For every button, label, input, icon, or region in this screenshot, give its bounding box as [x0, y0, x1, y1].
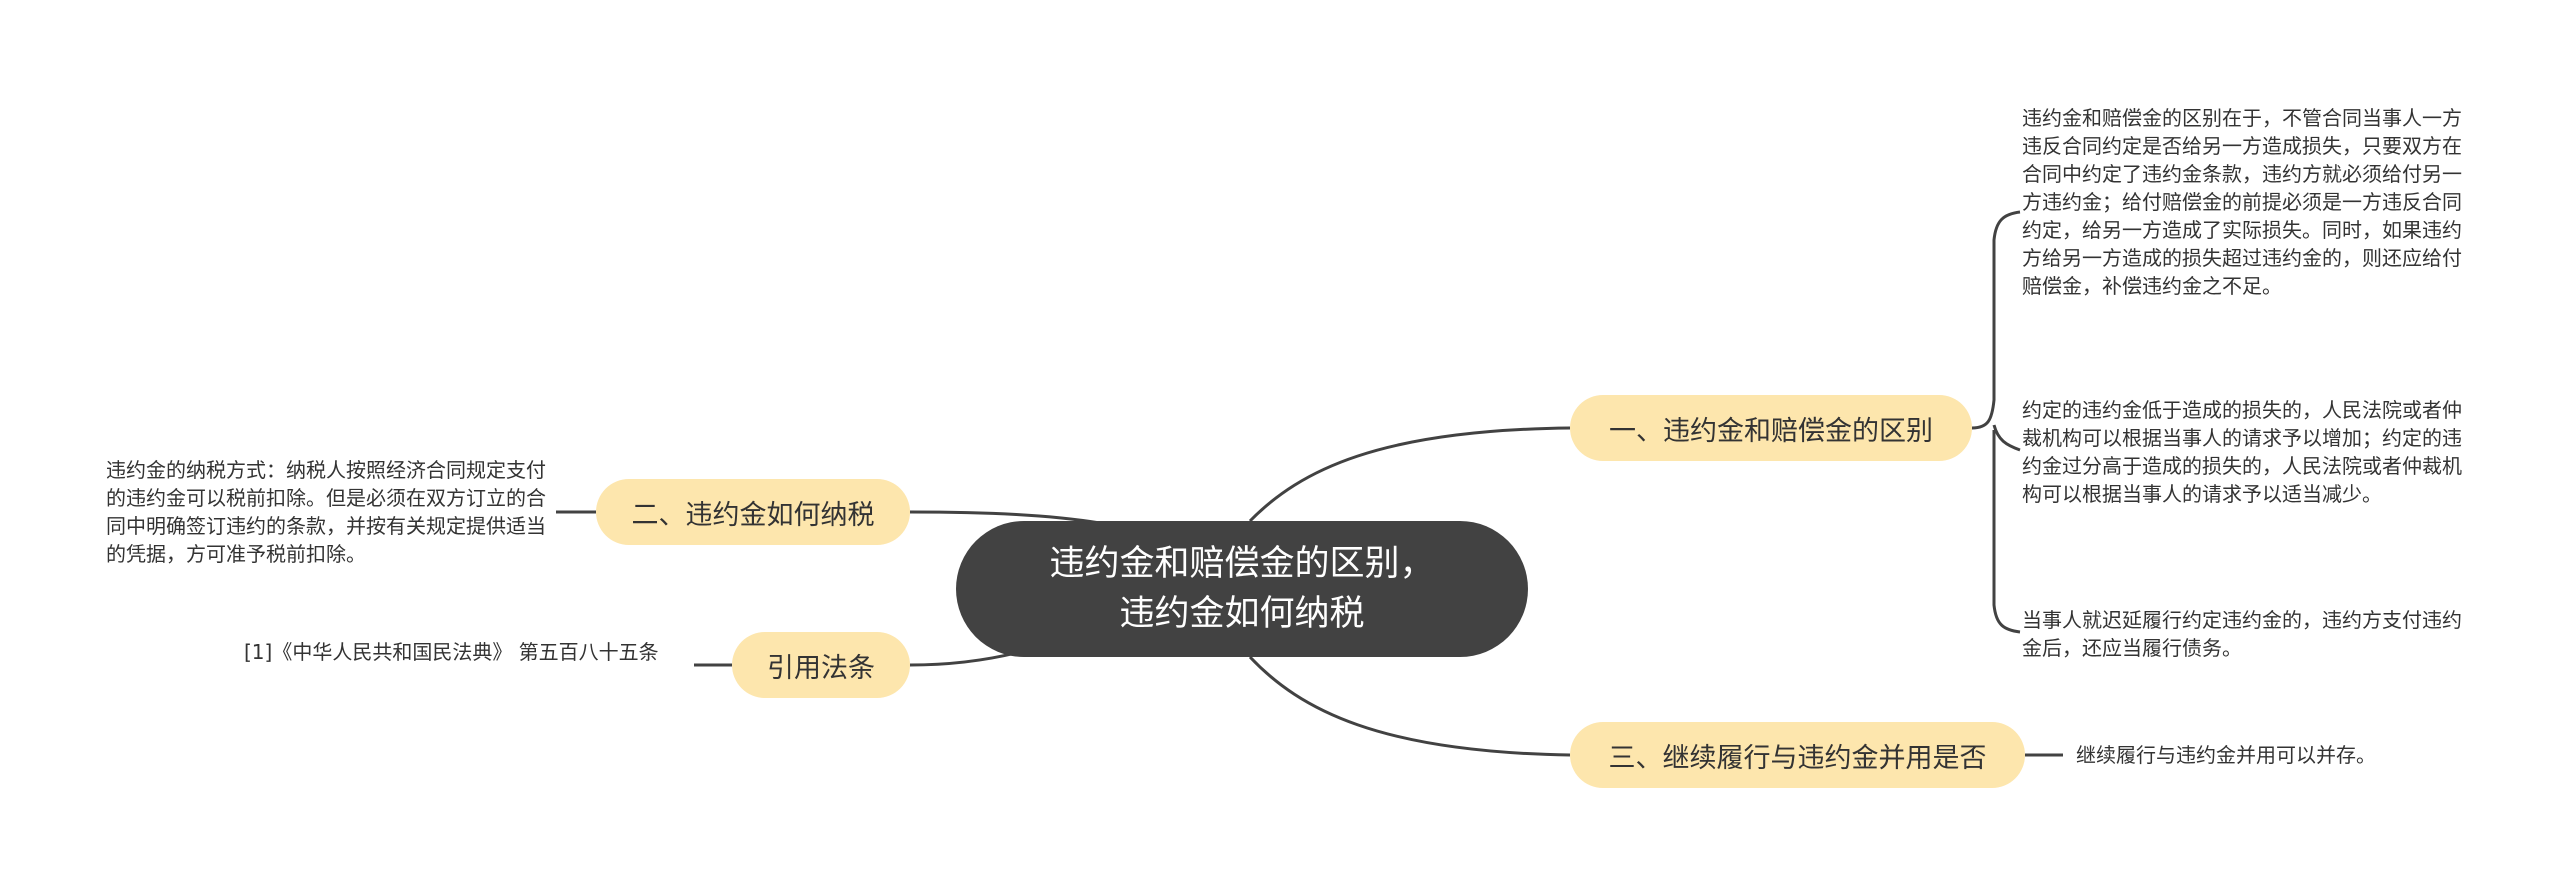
link-b1-bracket	[1971, 210, 2021, 430]
branch-performance[interactable]: 三、继续履行与违约金并用是否	[1570, 722, 2025, 788]
link-root-b1	[1248, 426, 1571, 523]
link-b1-detail3	[1992, 430, 2021, 634]
root-topic[interactable]: 违约金和赔偿金的区别， 违约金如何纳税	[956, 521, 1528, 657]
branch-performance-label: 三、继续履行与违约金并用是否	[1608, 742, 1987, 774]
branch-tax[interactable]: 二、违约金如何纳税	[596, 479, 910, 545]
detail-legal-reference: [1]《中华人民共和国民法典》 第五百八十五条	[244, 640, 659, 664]
detail-difference-1: 违约金和赔偿金的区别在于，不管合同当事人一方违反合同约定是否给另一方造成损失，只…	[2022, 106, 2462, 298]
branch-difference-label: 一、违约金和赔偿金的区别	[1609, 415, 1933, 447]
detail-difference-2: 约定的违约金低于造成的损失的，人民法院或者仲裁机构可以根据当事人的请求予以增加；…	[2022, 398, 2462, 506]
detail-difference-3: 当事人就迟延履行约定违约金的，违约方支付违约金后，还应当履行债务。	[2022, 608, 2462, 660]
link-root-b2	[909, 510, 1101, 525]
root-title-line-1: 违约金和赔偿金的区别，	[1049, 544, 1435, 584]
detail-tax: 违约金的纳税方式：纳税人按照经济合同规定支付的违约金可以税前扣除。但是必须在双方…	[106, 458, 546, 566]
branch-tax-label: 二、违约金如何纳税	[631, 499, 875, 531]
link-b1-detail2	[1992, 424, 2021, 452]
branch-difference[interactable]: 一、违约金和赔偿金的区别	[1570, 395, 1972, 461]
root-title-line-2: 违约金如何纳税	[1119, 594, 1365, 634]
branch-legal-reference[interactable]: 引用法条	[732, 632, 910, 698]
detail-performance: 继续履行与违约金并用可以并存。	[2076, 743, 2376, 767]
link-root-b3	[1248, 655, 1571, 757]
branch-legal-reference-label: 引用法条	[767, 652, 875, 684]
